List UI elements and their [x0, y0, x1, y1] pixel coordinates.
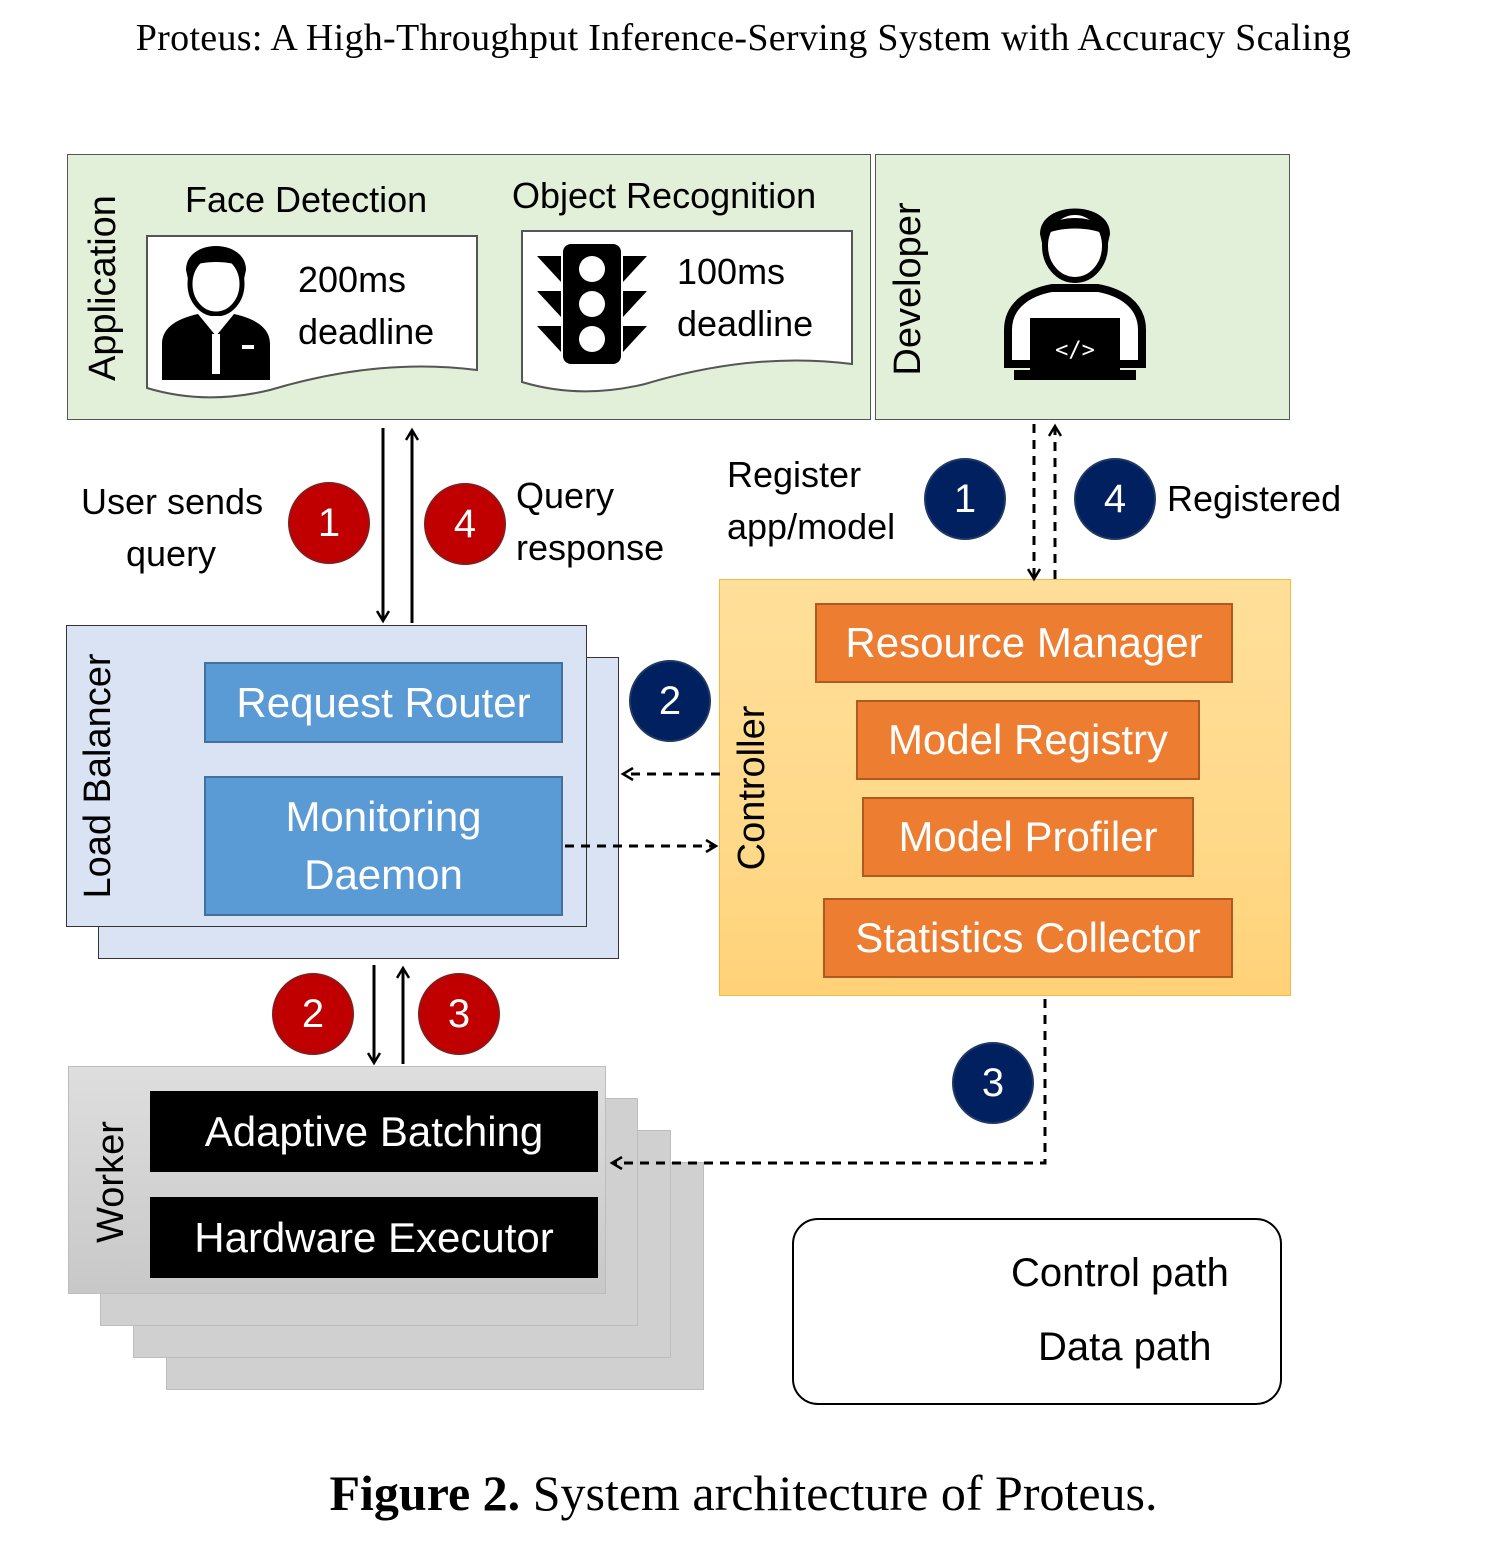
- legend-box: [792, 1218, 1282, 1405]
- hardware-executor-label: Hardware Executor: [194, 1213, 554, 1261]
- request-router-label: Request Router: [236, 678, 531, 726]
- monitoring-daemon-line1: Monitoring: [285, 793, 482, 840]
- control-step-3-badge: 3: [952, 1042, 1034, 1124]
- model-profiler-box: Model Profiler: [862, 797, 1194, 877]
- object-deadline-word: deadline: [677, 303, 814, 344]
- control-step-1-badge: 1: [924, 458, 1006, 540]
- resource-manager-label: Resource Manager: [845, 619, 1203, 666]
- object-recognition-title: Object Recognition: [512, 175, 817, 216]
- statistics-collector-label: Statistics Collector: [855, 914, 1201, 961]
- data-step-3-badge: 3: [418, 973, 500, 1055]
- monitoring-daemon-box: Monitoring Daemon: [204, 776, 563, 916]
- face-deadline-word: deadline: [298, 311, 435, 352]
- control-arrow-to-worker: [612, 999, 1047, 1163]
- caption-text: System architecture of Proteus.: [532, 1465, 1158, 1521]
- caption-label: Figure 2.: [329, 1465, 521, 1521]
- running-header: Proteus: A High-Throughput Inference-Ser…: [135, 17, 1352, 59]
- registered-label: Registered: [1167, 478, 1342, 519]
- user-sends-query-line2: query: [126, 533, 217, 574]
- register-line2: app/model: [727, 506, 896, 547]
- query-response-line1: Query: [516, 475, 615, 516]
- control-step-4-badge: 4: [1074, 458, 1156, 540]
- figure-caption: Figure 2. System architecture of Proteus…: [0, 1464, 1487, 1522]
- resource-manager-box: Resource Manager: [815, 603, 1233, 683]
- request-router-box: Request Router: [204, 662, 563, 743]
- model-registry-box: Model Registry: [856, 700, 1200, 780]
- data-step-1-badge: 1: [288, 482, 370, 564]
- data-step-4-badge: 4: [424, 483, 506, 565]
- query-response-line2: response: [516, 527, 665, 568]
- hardware-executor-box: Hardware Executor: [150, 1197, 598, 1278]
- data-step-2-badge: 2: [272, 973, 354, 1055]
- model-registry-label: Model Registry: [887, 716, 1169, 763]
- adaptive-batching-label: Adaptive Batching: [204, 1107, 544, 1155]
- control-step-2-badge: 2: [629, 660, 711, 742]
- adaptive-batching-box: Adaptive Batching: [150, 1091, 598, 1172]
- register-line1: Register: [727, 454, 862, 495]
- user-sends-query-line1: User sends: [81, 481, 264, 522]
- svg-text:</>: </>: [1055, 338, 1095, 363]
- object-deadline-value: 100ms: [677, 251, 786, 292]
- statistics-collector-box: Statistics Collector: [823, 898, 1233, 978]
- model-profiler-label: Model Profiler: [898, 813, 1158, 860]
- face-deadline-value: 200ms: [298, 259, 407, 300]
- legend-data-path-label: Data path: [1038, 1325, 1212, 1369]
- face-detection-title: Face Detection: [185, 179, 428, 220]
- monitoring-daemon-line2: Daemon: [304, 851, 463, 898]
- legend-control-path-label: Control path: [1011, 1251, 1229, 1295]
